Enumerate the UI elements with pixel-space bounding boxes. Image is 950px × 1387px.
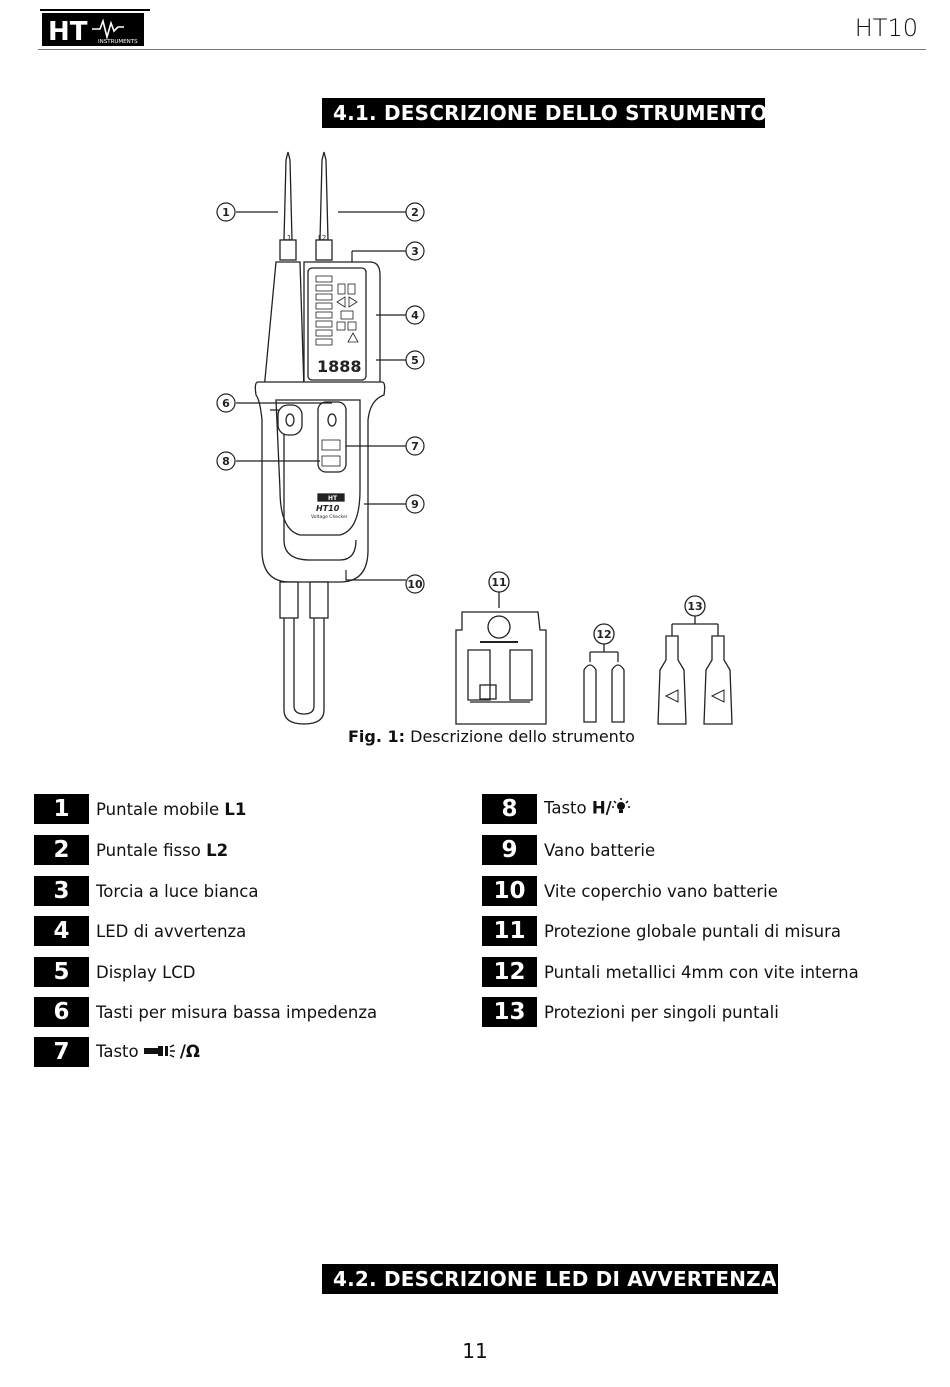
callout-3: 3 <box>411 245 419 258</box>
probe-l2-label: L2 <box>318 234 326 242</box>
torch-buzzer-icon <box>143 1043 180 1062</box>
page-number: 11 <box>462 1339 488 1363</box>
callout-8: 8 <box>222 455 230 468</box>
legend-number: 1 <box>34 794 89 824</box>
lcd-digits: 1888 <box>317 357 362 376</box>
legend-item-8: 8 Tasto H/ <box>482 794 630 824</box>
callout-4: 4 <box>411 309 419 322</box>
legend-label: Display LCD <box>96 962 196 982</box>
legend-label: Puntali metallici 4mm con vite interna <box>544 962 859 982</box>
legend-item-10: 10 Vite coperchio vano batterie <box>482 876 778 906</box>
legend-number: 2 <box>34 835 89 865</box>
logo-text: HT <box>48 17 88 47</box>
callout-7: 7 <box>411 440 419 453</box>
callout-1: 1 <box>222 206 230 219</box>
legend-item-9: 9 Vano batterie <box>482 835 655 865</box>
legend-label: Tasto H/ <box>544 798 630 820</box>
callout-10: 10 <box>407 578 423 591</box>
legend-label: Vite coperchio vano batterie <box>544 881 778 901</box>
instrument-diagram: L1 L2 1888 V HT HT10 Voltage Checker <box>200 150 760 730</box>
legend-number: 6 <box>34 997 89 1027</box>
legend-item-13: 13 Protezioni per singoli puntali <box>482 997 779 1027</box>
device-subtitle: Voltage Checker <box>311 514 348 520</box>
callout-11: 11 <box>491 576 506 589</box>
legend-number: 12 <box>482 957 537 987</box>
document-code: HT10 <box>854 14 918 42</box>
legend-item-1: 1 Puntale mobile L1 <box>34 794 246 824</box>
callout-12: 12 <box>596 628 611 641</box>
legend-item-5: 5 Display LCD <box>34 957 195 987</box>
callout-5: 5 <box>411 354 419 367</box>
brand-logo: HT INSTRUMENTS <box>40 9 150 47</box>
legend-label: Tasti per misura bassa impedenza <box>96 1002 378 1022</box>
legend-number: 11 <box>482 916 537 946</box>
logo-subtext: INSTRUMENTS <box>98 39 138 45</box>
figure-caption-label: Fig. 1: <box>348 727 406 746</box>
lcd-units: V <box>356 367 361 374</box>
legend-label: LED di avvertenza <box>96 921 247 941</box>
legend-number: 10 <box>482 876 537 906</box>
figure-caption: Fig. 1: Descrizione dello strumento <box>348 727 635 746</box>
legend-label: Puntale fisso L2 <box>96 840 229 860</box>
legend-item-12: 12 Puntali metallici 4mm con vite intern… <box>482 957 859 987</box>
device-brand: HT <box>328 495 338 502</box>
probe-l1-label: L1 <box>283 234 291 242</box>
callout-2: 2 <box>411 206 419 219</box>
legend-label: Torcia a luce bianca <box>96 881 259 901</box>
legend-label: Vano batterie <box>544 840 656 860</box>
legend-number: 7 <box>34 1037 89 1067</box>
light-bulb-icon <box>611 798 630 820</box>
legend-number: 4 <box>34 916 89 946</box>
legend-item-11: 11 Protezione globale puntali di misura <box>482 916 841 946</box>
section-title-instrument-description: 4.1. DESCRIZIONE DELLO STRUMENTO <box>322 98 767 128</box>
legend-label: Protezioni per singoli puntali <box>544 1002 779 1022</box>
legend-item-4: 4 LED di avvertenza <box>34 916 246 946</box>
legend-number: 13 <box>482 997 537 1027</box>
callout-13: 13 <box>687 600 702 613</box>
legend-item-3: 3 Torcia a luce bianca <box>34 876 258 906</box>
legend-number: 8 <box>482 794 537 824</box>
legend-label: Protezione globale puntali di misura <box>544 921 841 941</box>
figure-caption-text: Descrizione dello strumento <box>405 727 635 746</box>
legend-item-7: 7 Tasto /Ω <box>34 1037 200 1067</box>
callout-6: 6 <box>222 397 230 410</box>
legend-number: 3 <box>34 876 89 906</box>
legend-item-2: 2 Puntale fisso L2 <box>34 835 228 865</box>
callout-9: 9 <box>411 498 419 511</box>
section-title-warning-leds: 4.2. DESCRIZIONE LED DI AVVERTENZA <box>322 1264 778 1294</box>
legend-label: Tasto /Ω <box>96 1042 200 1062</box>
device-model: HT10 <box>316 504 340 513</box>
legend-number: 9 <box>482 835 537 865</box>
legend-number: 5 <box>34 957 89 987</box>
legend-label: Puntale mobile L1 <box>96 799 247 819</box>
legend-item-6: 6 Tasti per misura bassa impedenza <box>34 997 377 1027</box>
header-divider <box>38 49 926 50</box>
